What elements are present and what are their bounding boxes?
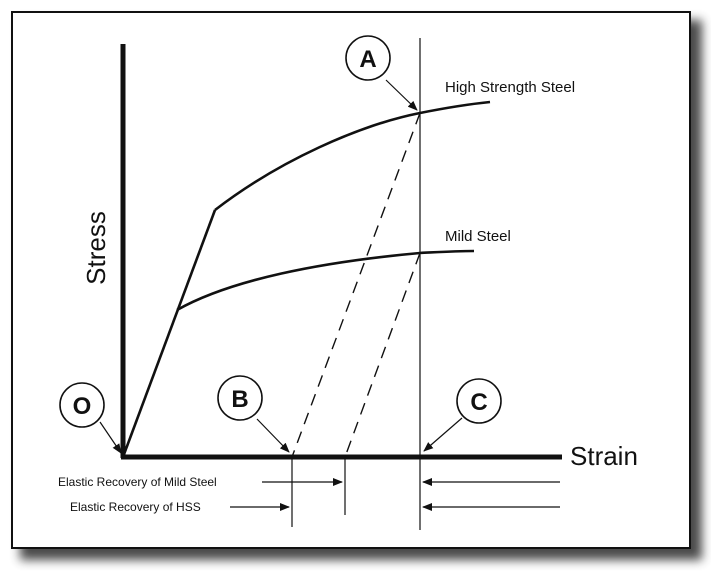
hss-recovery-label: Elastic Recovery of HSS bbox=[70, 500, 201, 514]
point-b-label: B bbox=[231, 386, 248, 413]
pointer-o bbox=[99, 421, 122, 454]
point-c: C bbox=[456, 378, 502, 424]
point-a-label: A bbox=[359, 46, 376, 73]
hss-curve-label: High Strength Steel bbox=[445, 79, 575, 96]
mild-steel-label: Mild Steel bbox=[445, 228, 511, 245]
y-axis-label: Stress bbox=[81, 211, 111, 285]
elastic-line bbox=[121, 209, 217, 458]
x-axis-label: Strain bbox=[570, 441, 638, 471]
pointer-a bbox=[385, 79, 418, 111]
point-c-label: C bbox=[470, 389, 487, 416]
point-o: O bbox=[59, 382, 105, 428]
point-a: A bbox=[345, 35, 391, 81]
hss-unloading-line bbox=[291, 112, 421, 458]
mild-recovery-label: Elastic Recovery of Mild Steel bbox=[58, 475, 217, 489]
pointer-b bbox=[256, 418, 290, 453]
mild-unloading-line bbox=[344, 252, 421, 458]
mild-steel-curve bbox=[176, 249, 475, 312]
point-b: B bbox=[217, 375, 263, 421]
pointer-c bbox=[423, 417, 463, 452]
point-o-label: O bbox=[73, 393, 92, 420]
hss-curve bbox=[214, 100, 491, 212]
